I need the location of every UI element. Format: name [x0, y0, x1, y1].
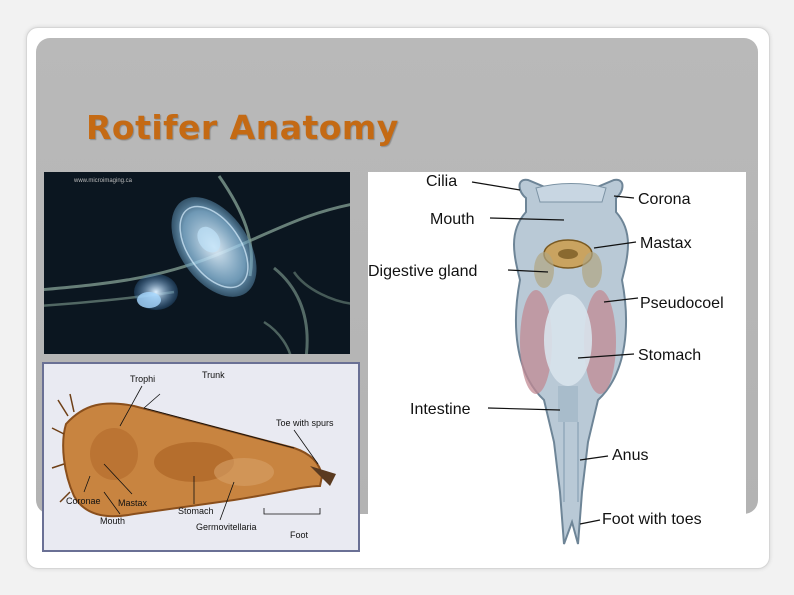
rotifer-photo: www.microimaging.ca: [44, 172, 350, 354]
label-stomach-diagram: Stomach: [638, 347, 701, 364]
label-coronae: Coronae: [66, 496, 101, 506]
slide-title: Rotifer Anatomy: [86, 108, 399, 147]
label-mastax-diagram: Mastax: [640, 235, 692, 252]
label-pseudocoel: Pseudocoel: [640, 295, 724, 312]
label-mouth-diagram: Mouth: [430, 211, 474, 228]
photo-watermark: www.microimaging.ca: [73, 178, 133, 184]
label-trunk: Trunk: [202, 370, 225, 380]
label-cilia: Cilia: [426, 173, 457, 190]
label-trophi: Trophi: [130, 374, 155, 384]
label-corona: Corona: [638, 191, 691, 208]
label-foot: Foot: [290, 530, 309, 540]
label-digestive-gland: Digestive gland: [368, 263, 477, 280]
label-toe-with-spurs: Toe with spurs: [276, 418, 334, 428]
label-stomach: Stomach: [178, 506, 214, 516]
label-mastax: Mastax: [118, 498, 148, 508]
label-anus: Anus: [612, 447, 648, 464]
label-intestine: Intestine: [410, 401, 471, 418]
label-mouth: Mouth: [100, 516, 125, 526]
label-foot-with-toes: Foot with toes: [602, 511, 702, 528]
label-germovitellaria: Germovitellaria: [196, 522, 257, 532]
rotifer-drawing: Trophi Trunk Toe with spurs Coronae Mast…: [42, 362, 360, 552]
anatomy-diagram: Cilia Corona Mouth Mastax Digestive glan…: [368, 172, 746, 550]
